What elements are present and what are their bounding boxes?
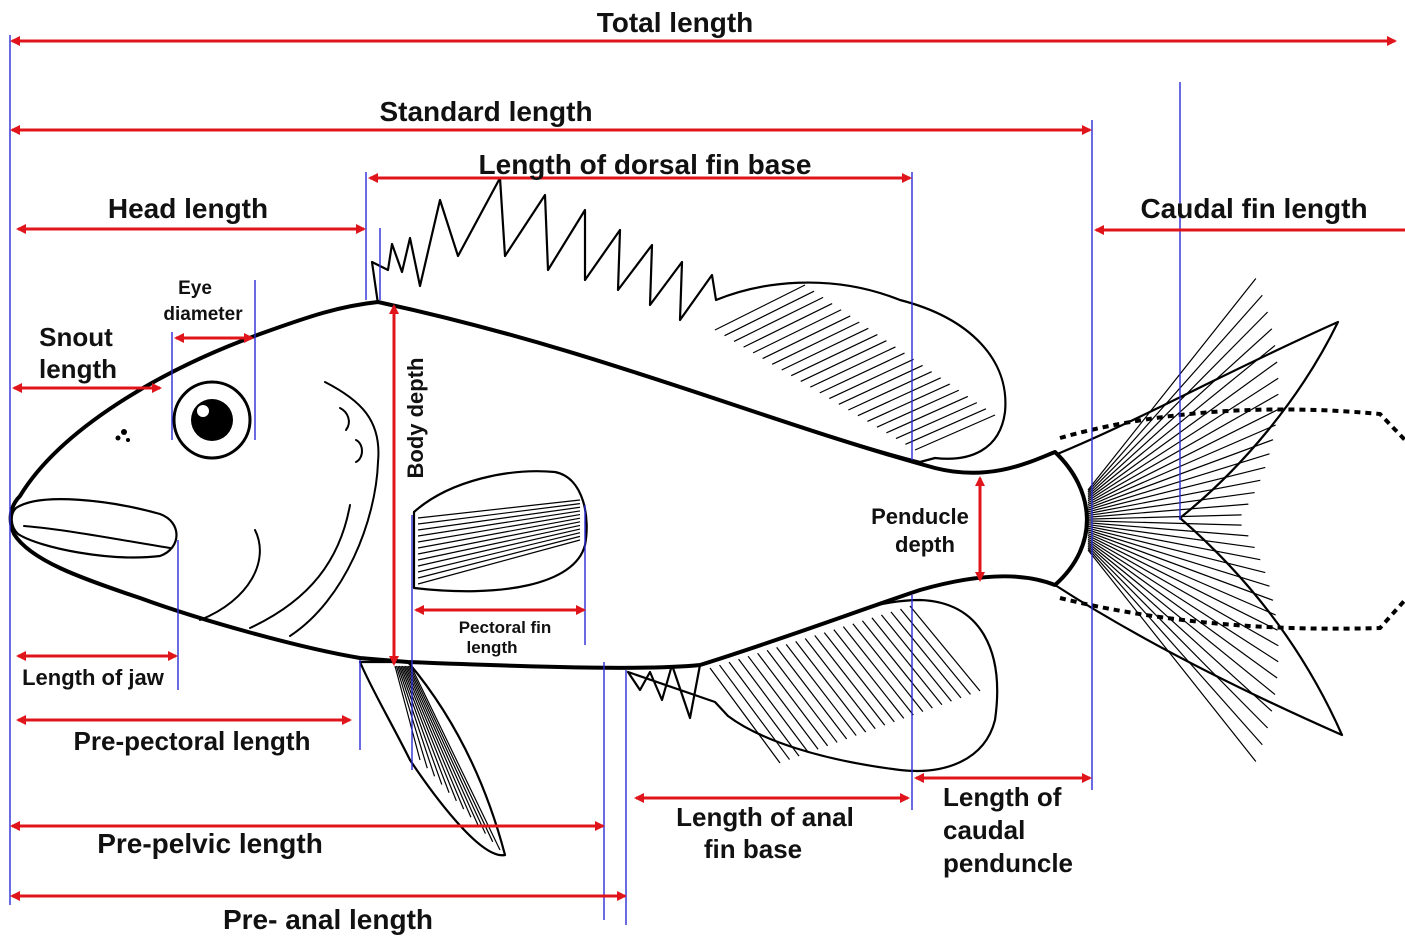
pectoral-label-line2: length xyxy=(467,638,518,657)
total-length-label: Total length xyxy=(597,7,754,38)
eye xyxy=(174,382,250,458)
caudal-fin xyxy=(1055,279,1405,762)
caudal-fin-length-label: Caudal fin length xyxy=(1140,193,1367,224)
eye-label-line2: diameter xyxy=(163,304,243,325)
body-depth-label: Body depth xyxy=(403,358,428,479)
pre-pectoral-label: Pre-pectoral length xyxy=(74,726,311,756)
pre-pelvic-label: Pre-pelvic length xyxy=(97,828,323,859)
caudal-peduncle-label-line2: caudal xyxy=(943,815,1025,845)
snout-label-line2: length xyxy=(39,354,117,384)
pre-anal-label: Pre- anal length xyxy=(223,904,433,935)
snout-label-line1: Snout xyxy=(39,322,113,352)
head-length-label: Head length xyxy=(108,193,268,224)
anal-fin-base-label-line1: Length of anal xyxy=(676,802,854,832)
standard-length-label: Standard length xyxy=(379,96,592,127)
dorsal-fin-base-label: Length of dorsal fin base xyxy=(479,149,812,180)
jaw-length-label: Length of jaw xyxy=(22,665,165,690)
penducle-label-line1: Penducle xyxy=(871,504,969,529)
caudal-peduncle-label-line3: pendunc­le xyxy=(943,848,1073,878)
eye-label-line1: Eye xyxy=(178,278,212,299)
caudal-peduncle-label-line1: Length of xyxy=(943,782,1062,812)
anal-fin-base-label-line2: fin base xyxy=(704,834,802,864)
penducle-label-line2: depth xyxy=(895,532,955,557)
pectoral-label-line1: Pectoral fin xyxy=(459,618,552,637)
